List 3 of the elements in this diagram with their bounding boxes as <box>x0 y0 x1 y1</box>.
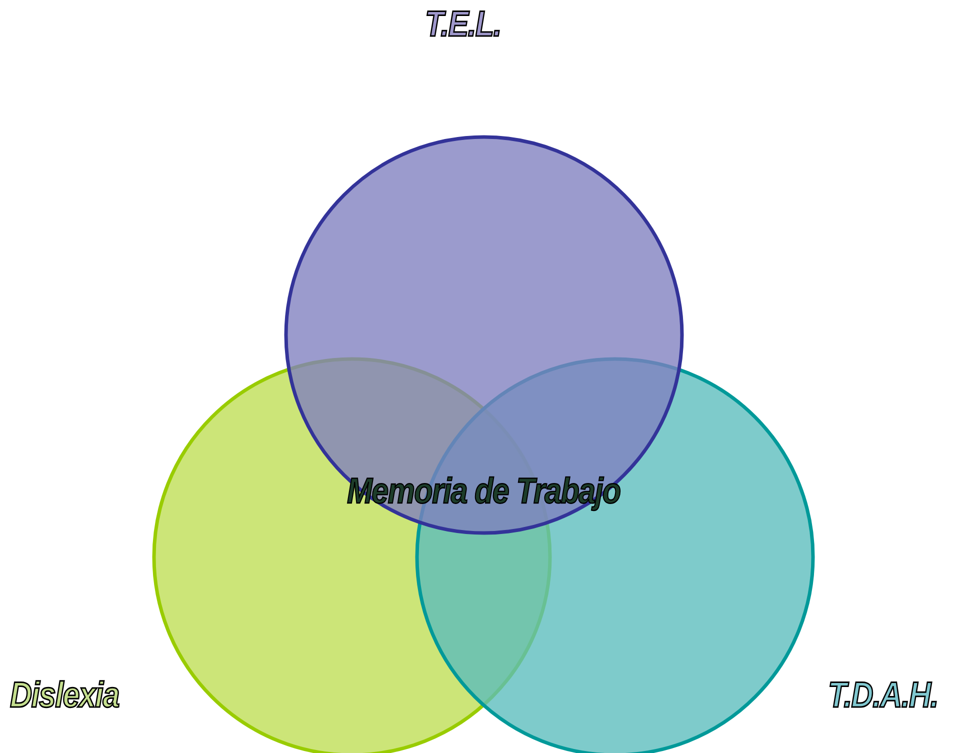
set-title: T.D.A.H. <box>828 677 938 713</box>
set-title: T.E.L. <box>425 6 501 42</box>
set-title: Dislexia <box>10 677 119 713</box>
